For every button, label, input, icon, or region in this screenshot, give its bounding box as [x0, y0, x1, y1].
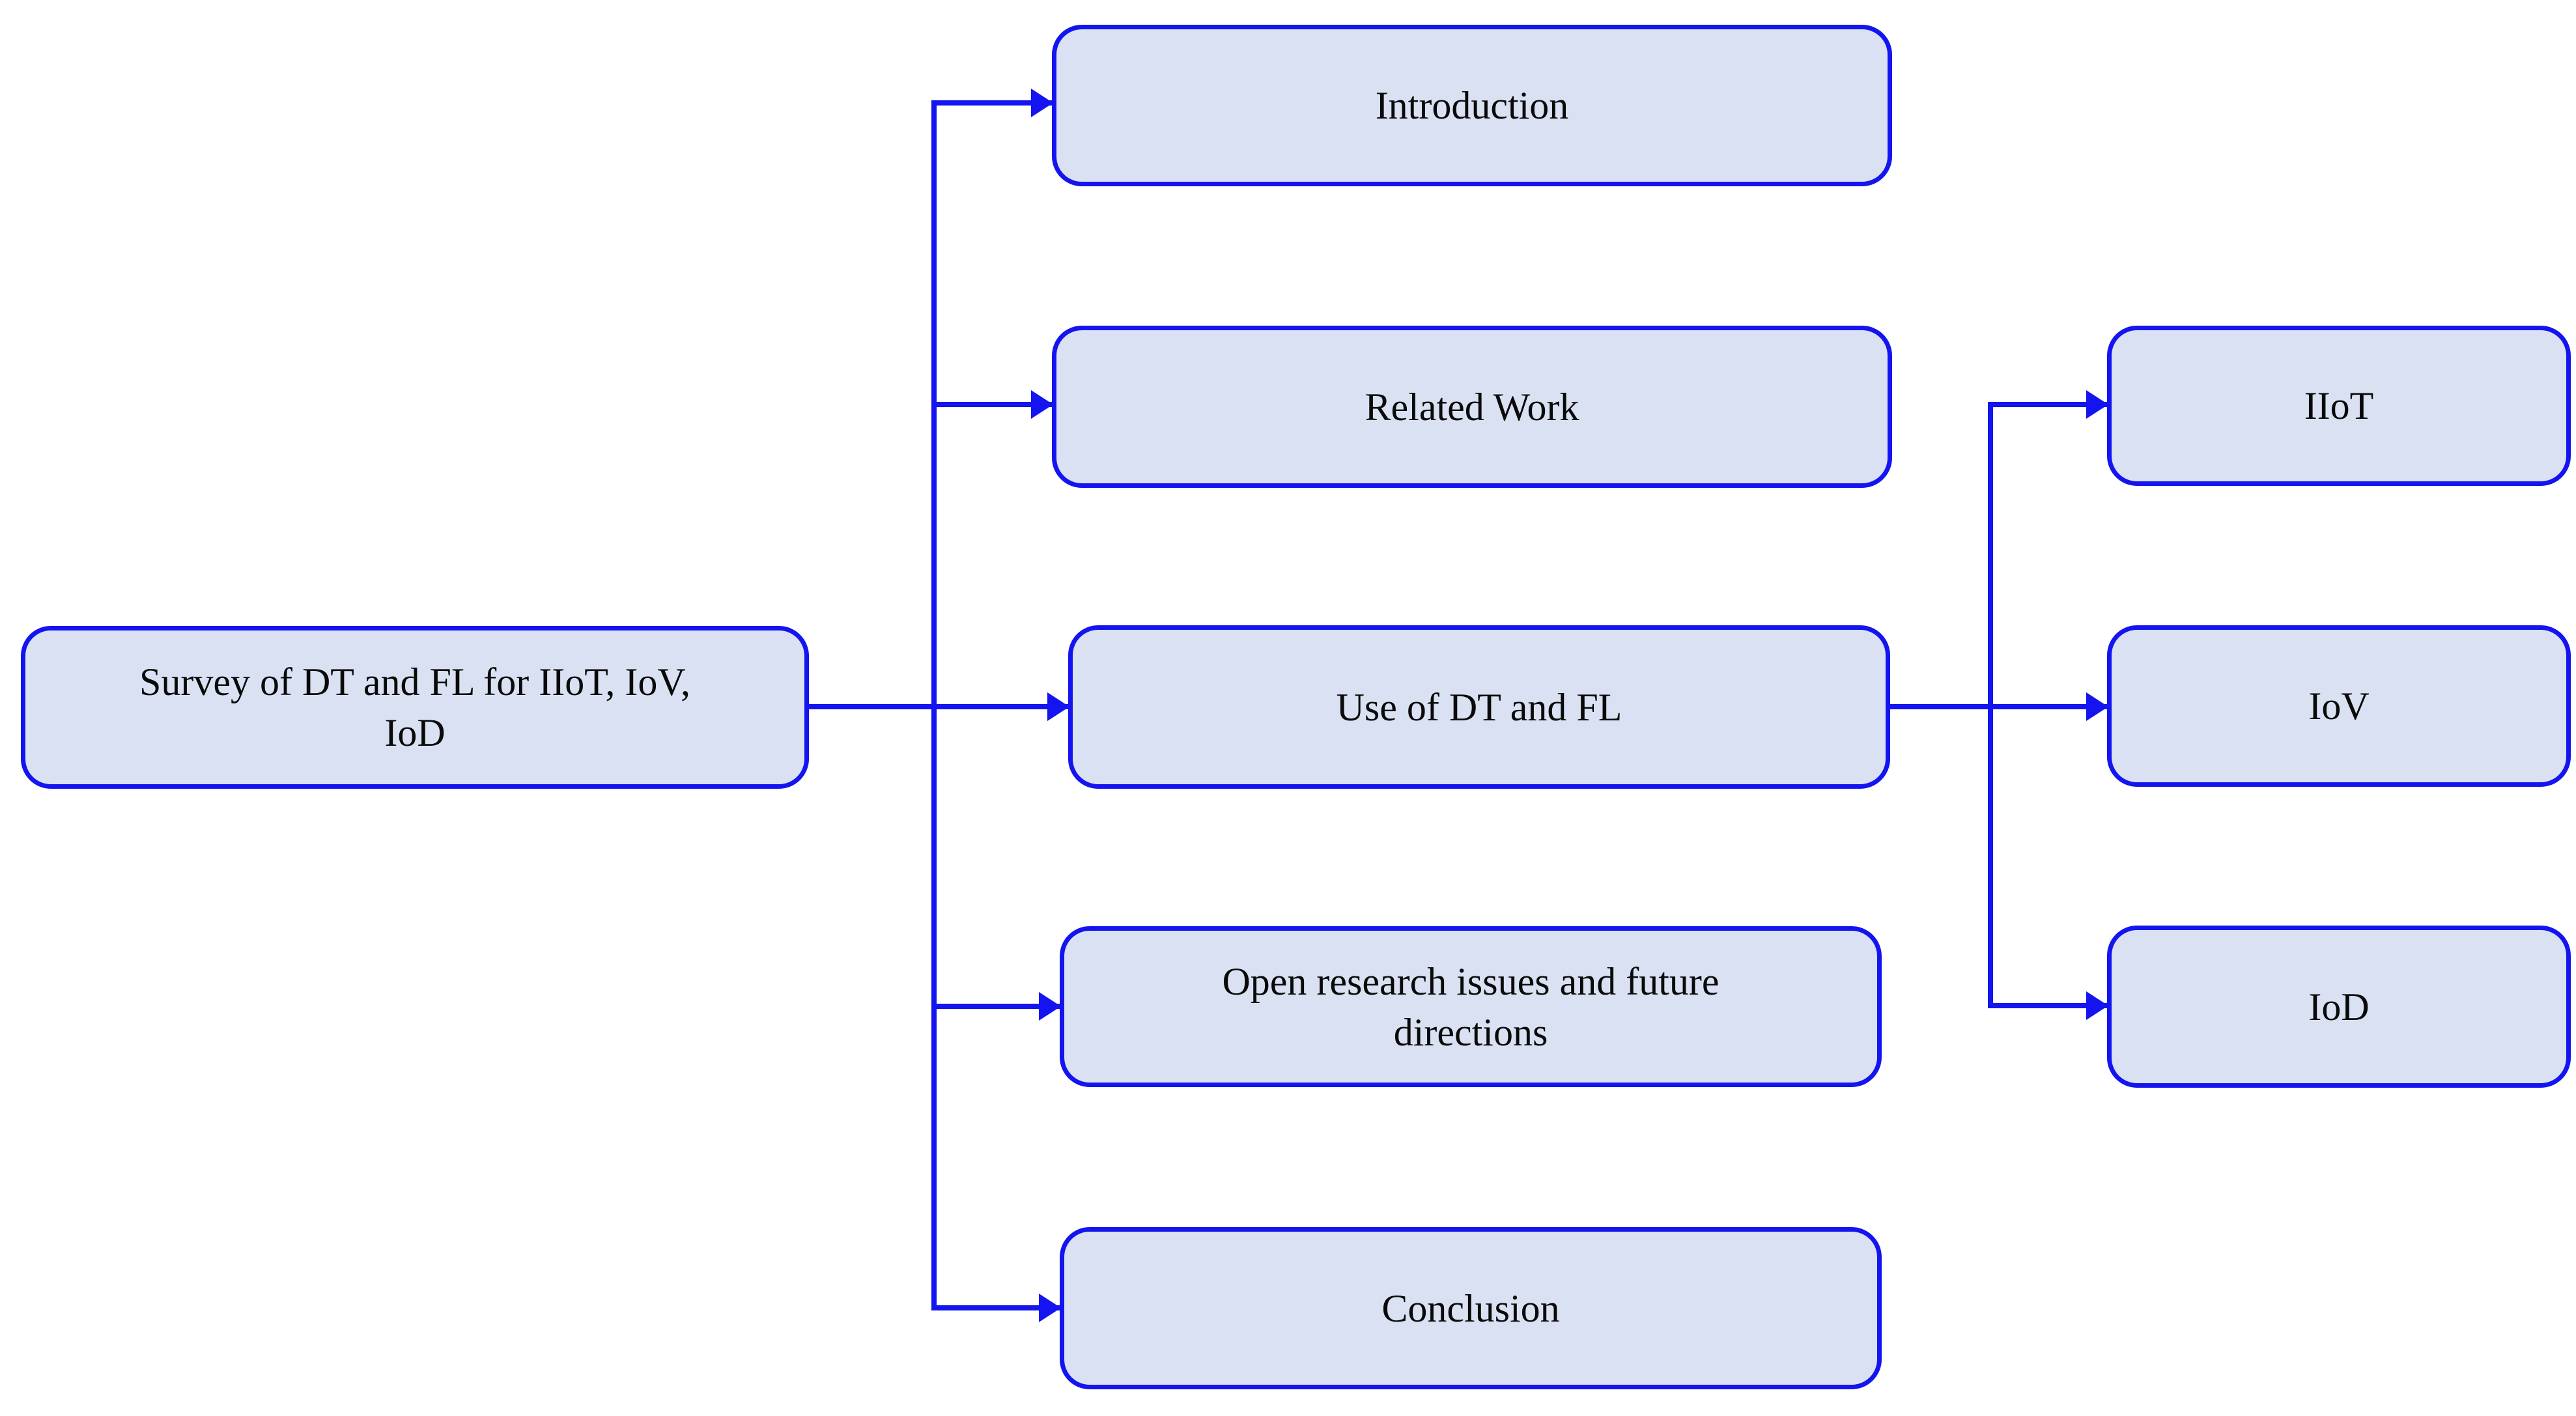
- connector-trunk-to-introduction: [931, 100, 1055, 106]
- connector-trunk-to-related-work: [931, 402, 1055, 407]
- node-root-survey[interactable]: Survey of DT and FL for IIoT, IoV, IoD: [21, 626, 809, 789]
- connector-root-to-trunk: [809, 704, 937, 709]
- arrowhead-iov: [2086, 692, 2108, 721]
- arrowhead-use-of-dt-and-fl: [1047, 692, 1069, 721]
- arrowhead-related-work: [1031, 390, 1053, 419]
- connector-trunk-to-use-of-dt-and-fl: [931, 704, 1071, 709]
- node-open-research-issues-label: Open research issues and future directio…: [1083, 956, 1859, 1058]
- arrowhead-open-research-issues: [1039, 992, 1061, 1021]
- connector-trunk-to-open-research-issues: [931, 1004, 1064, 1009]
- connector-trunk2-to-iod: [1988, 1003, 2112, 1008]
- arrowhead-introduction: [1031, 89, 1053, 117]
- connector-use-to-trunk2: [1890, 704, 1994, 709]
- arrowhead-conclusion: [1039, 1294, 1061, 1322]
- node-introduction-label: Introduction: [1375, 84, 1569, 127]
- connector-trunk2-to-iov: [1988, 704, 2112, 709]
- node-introduction[interactable]: Introduction: [1052, 25, 1892, 186]
- node-iod-label: IoD: [2308, 985, 2370, 1028]
- node-root-label-line2: IoD: [384, 711, 446, 754]
- node-related-work-label: Related Work: [1365, 385, 1579, 429]
- node-use-of-dt-and-fl[interactable]: Use of DT and FL: [1068, 625, 1890, 789]
- connector-trunk-to-conclusion: [931, 1305, 1064, 1310]
- arrowhead-iiot: [2086, 390, 2108, 419]
- node-open-research-issues-label-line2: directions: [1393, 1010, 1548, 1054]
- node-use-of-dt-and-fl-label: Use of DT and FL: [1336, 685, 1622, 729]
- arrowhead-iod: [2086, 991, 2108, 1020]
- node-open-research-issues-label-line1: Open research issues and future: [1222, 959, 1720, 1003]
- node-iov[interactable]: IoV: [2107, 625, 2571, 787]
- node-conclusion-label: Conclusion: [1381, 1286, 1560, 1330]
- node-root-label-line1: Survey of DT and FL for IIoT, IoV,: [139, 660, 690, 703]
- node-iiot[interactable]: IIoT: [2107, 326, 2571, 486]
- connector-trunk2-to-iiot: [1988, 402, 2112, 407]
- node-root-label: Survey of DT and FL for IIoT, IoV, IoD: [44, 657, 786, 758]
- node-open-research-issues[interactable]: Open research issues and future directio…: [1060, 926, 1882, 1087]
- node-related-work[interactable]: Related Work: [1052, 326, 1892, 488]
- node-iov-label: IoV: [2308, 685, 2370, 728]
- node-iod[interactable]: IoD: [2107, 926, 2571, 1088]
- node-iiot-label: IIoT: [2304, 384, 2374, 427]
- node-conclusion[interactable]: Conclusion: [1060, 1227, 1882, 1389]
